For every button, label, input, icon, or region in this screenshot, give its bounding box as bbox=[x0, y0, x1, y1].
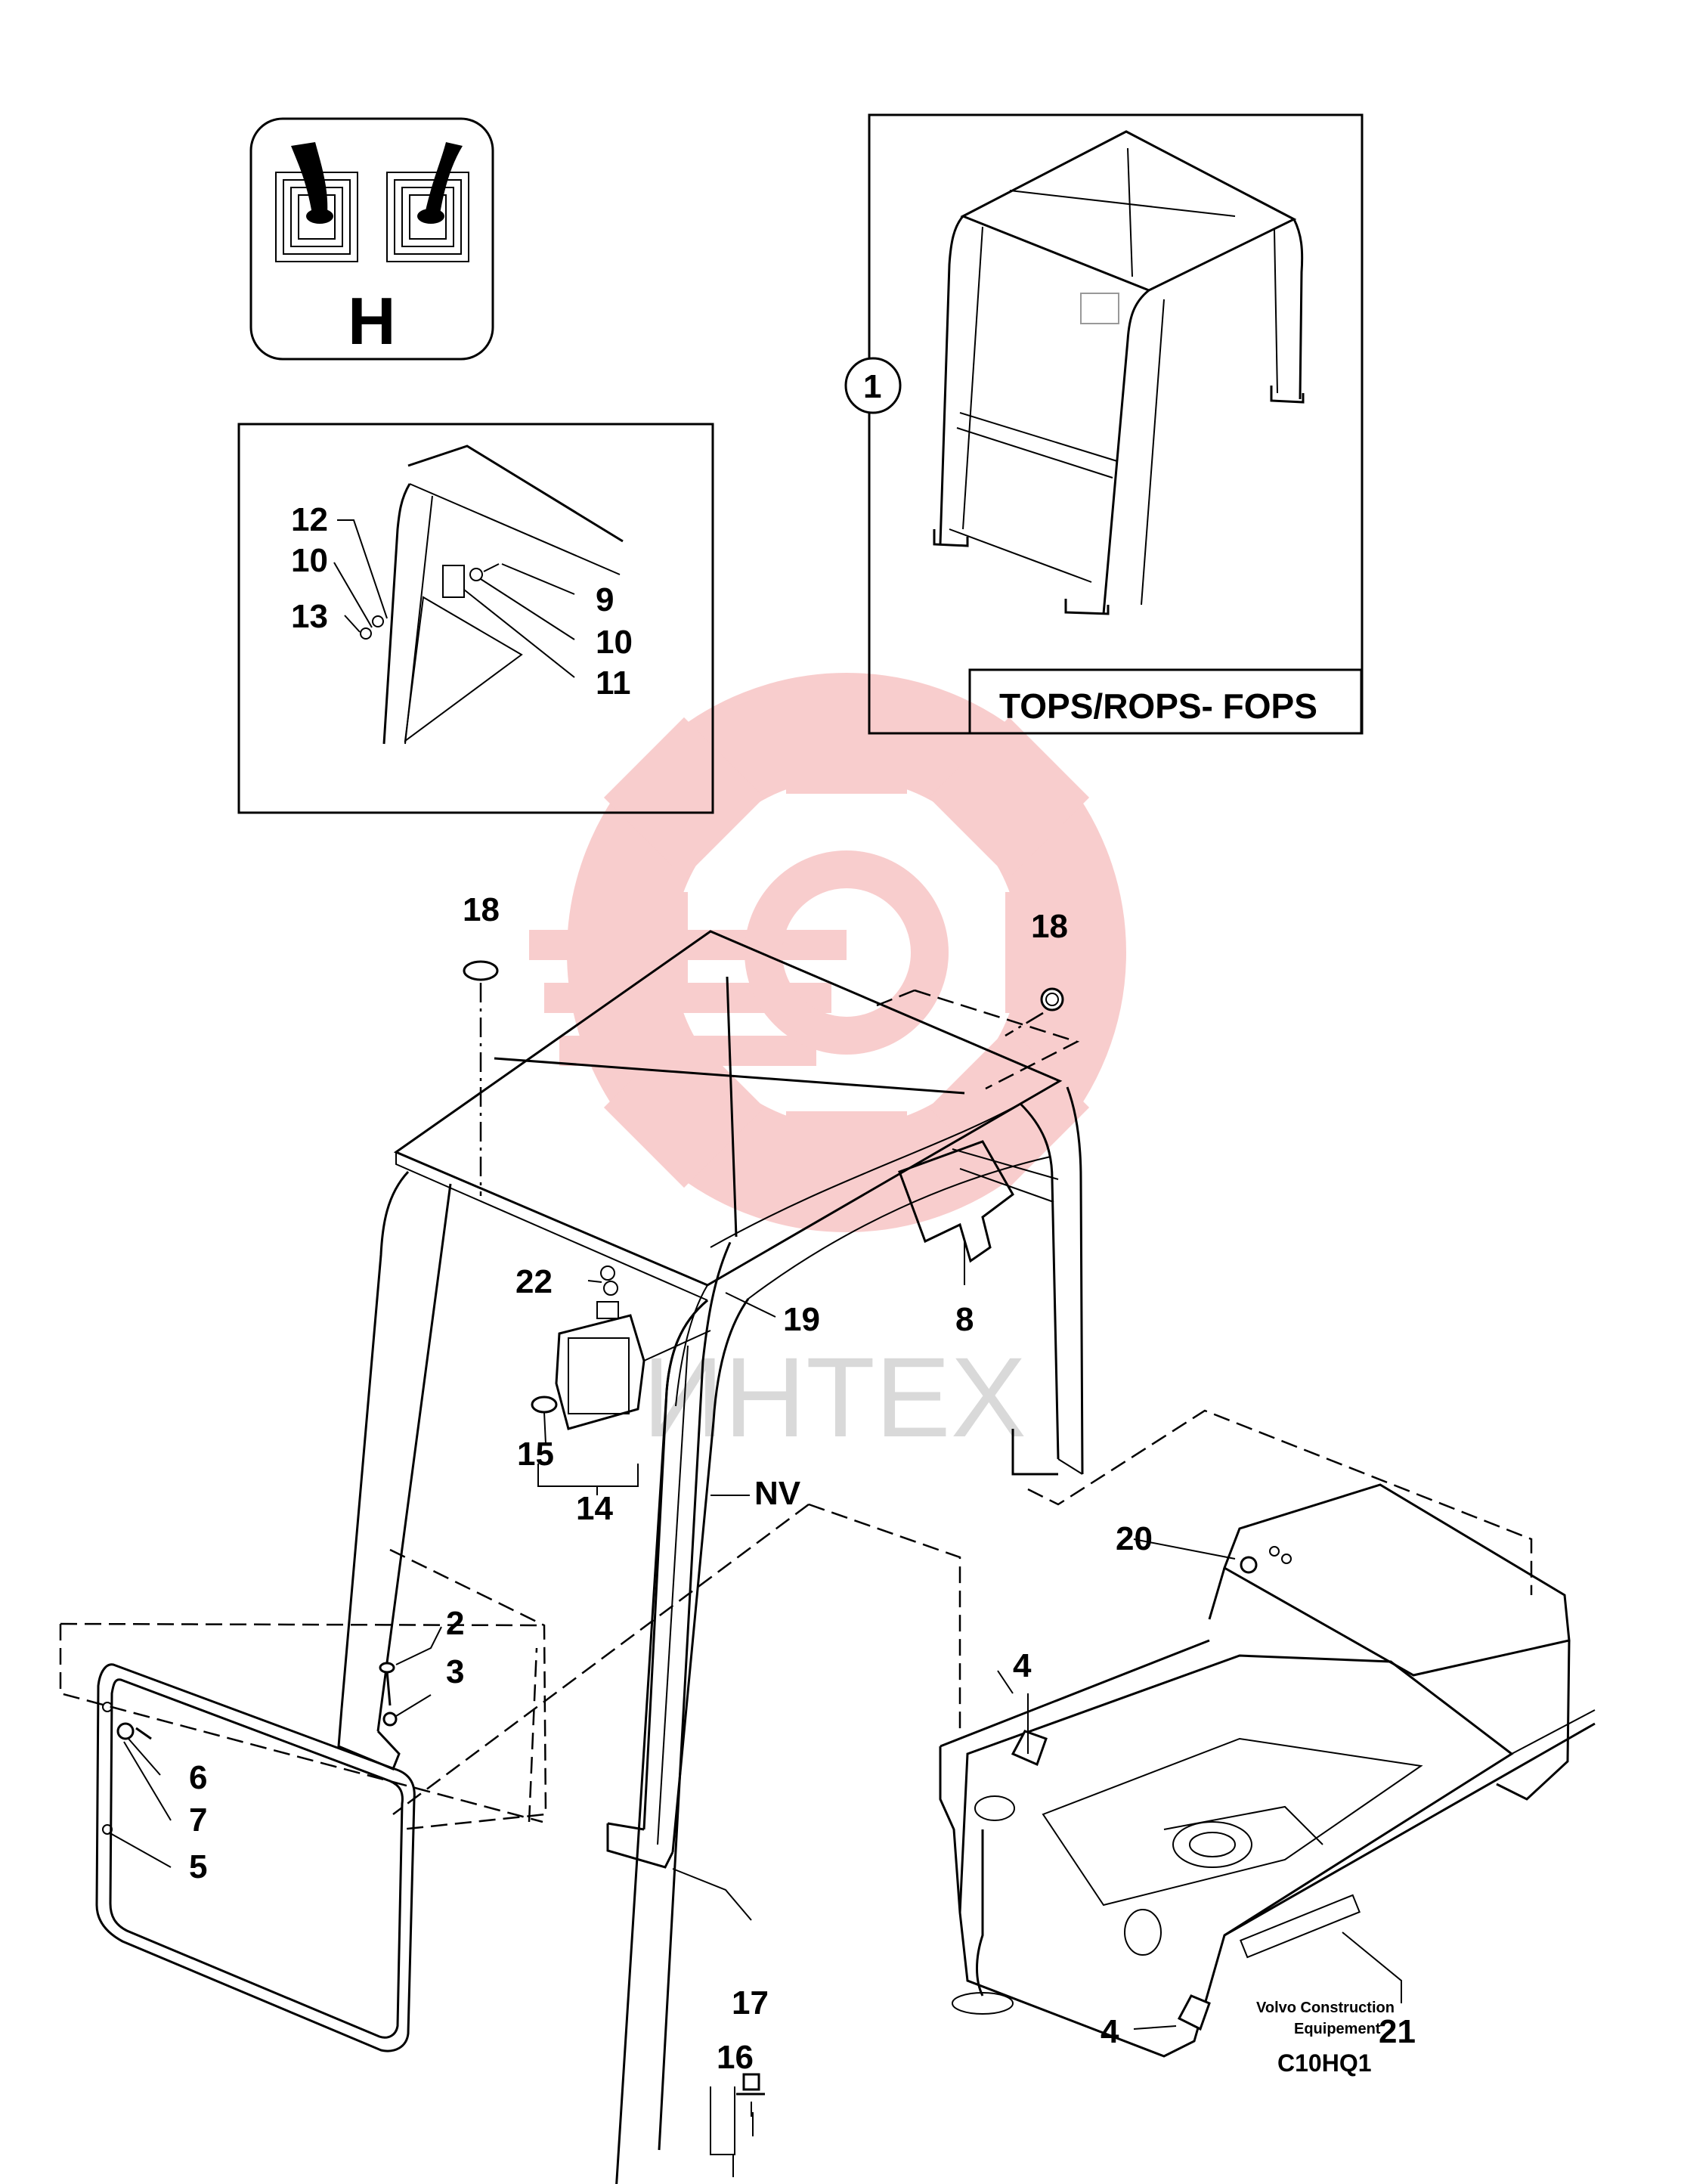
option-caption: TOPS/ROPS- FOPS bbox=[999, 686, 1317, 726]
callout-4-bottom: 4 bbox=[1101, 2013, 1119, 2050]
main-canopy-frame bbox=[337, 930, 1084, 2184]
control-symbol-icon: H bbox=[249, 117, 494, 361]
plug-18-right bbox=[1040, 987, 1064, 1011]
callout-13: 13 bbox=[291, 598, 328, 635]
callout-3: 3 bbox=[446, 1653, 464, 1690]
footer-company-line2: Equipement bbox=[1294, 2021, 1381, 2037]
callout-9: 9 bbox=[596, 581, 614, 618]
option-callout: 1 bbox=[863, 368, 881, 405]
callout-7: 7 bbox=[189, 1801, 207, 1839]
symbol-letter: H bbox=[348, 283, 396, 358]
watermark-text: ИНТЕХ bbox=[642, 1334, 1026, 1461]
callout-12: 12 bbox=[291, 501, 328, 538]
window-frame bbox=[95, 1663, 416, 2052]
callout-6: 6 bbox=[189, 1759, 207, 1796]
callout-nv: NV bbox=[754, 1475, 801, 1512]
callout-18-right: 18 bbox=[1031, 908, 1068, 945]
watermark-gear-logo bbox=[529, 673, 1126, 1232]
callout-21: 21 bbox=[1379, 2013, 1416, 2050]
callout-20: 20 bbox=[1116, 1520, 1153, 1557]
callout-8: 8 bbox=[955, 1301, 974, 1338]
callout-17: 17 bbox=[732, 1984, 769, 2021]
callout-14: 14 bbox=[576, 1490, 613, 1527]
callout-11: 11 bbox=[596, 664, 631, 702]
callout-19: 19 bbox=[783, 1301, 820, 1338]
detail-box-grille bbox=[237, 423, 714, 814]
callout-10-right: 10 bbox=[596, 624, 633, 661]
option-box-tops-rops-fops: TOPS/ROPS- FOPS 1 bbox=[844, 113, 1364, 735]
callout-16: 16 bbox=[717, 2039, 754, 2076]
footer-drawing-code: C10HQ1 bbox=[1277, 2049, 1372, 2077]
callout-10-left: 10 bbox=[291, 542, 328, 579]
callout-5: 5 bbox=[189, 1848, 207, 1885]
bolt-2-washer-3 bbox=[379, 1662, 398, 1727]
work-light bbox=[531, 1265, 711, 1445]
callout-4-top: 4 bbox=[1013, 1647, 1032, 1684]
callout-2: 2 bbox=[446, 1605, 464, 1642]
upper-structure-platform bbox=[939, 1483, 1596, 2058]
bracket-17 bbox=[736, 2073, 765, 2117]
callout-22: 22 bbox=[515, 1263, 553, 1300]
callout-15: 15 bbox=[517, 1436, 554, 1473]
callout-18-left: 18 bbox=[463, 891, 500, 928]
plug-18-left bbox=[463, 960, 499, 981]
footer-company-line1: Volvo Construction bbox=[1256, 2000, 1395, 2016]
